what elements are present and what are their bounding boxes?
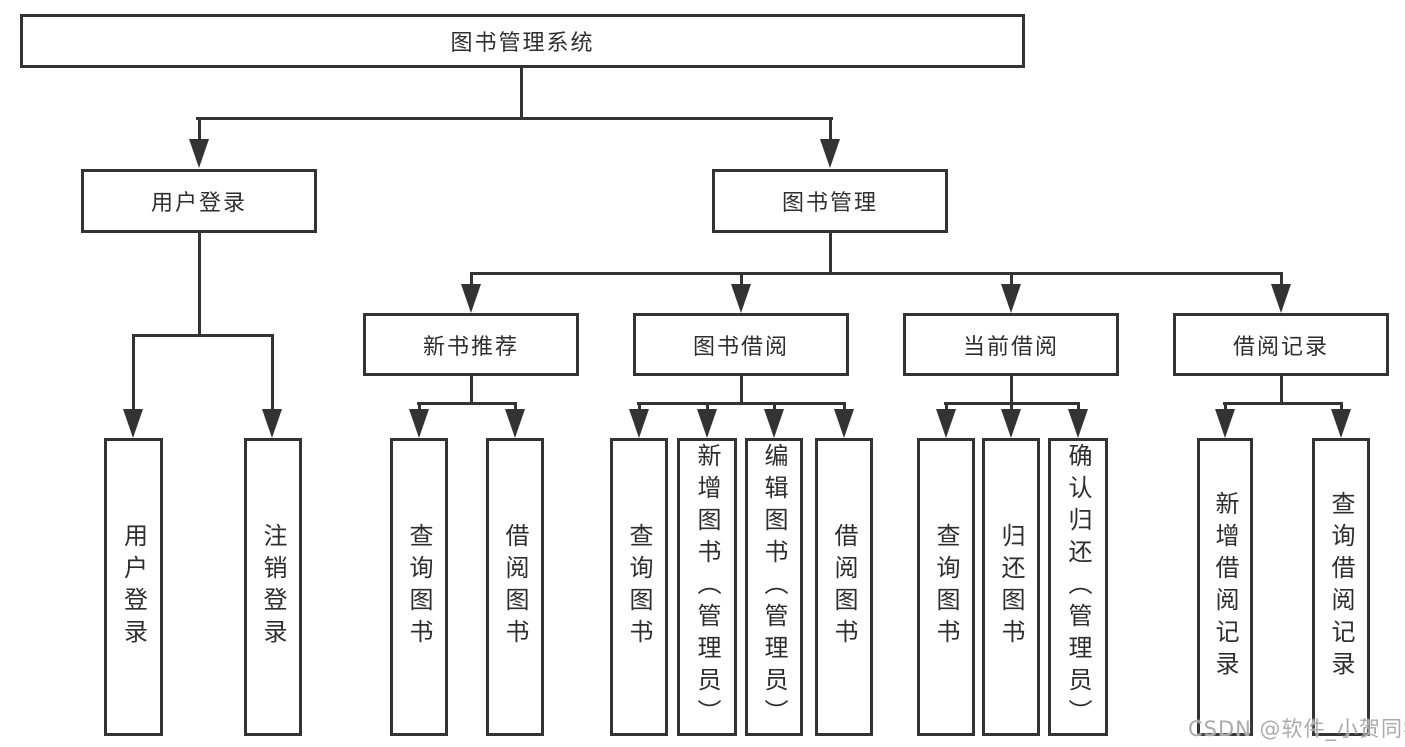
arrowhead-down (1271, 284, 1291, 313)
leaf-confirm-return-admin: 确认归还（管理员） (1048, 438, 1108, 736)
connector-line (1223, 402, 1343, 405)
connector-line (829, 117, 832, 140)
arrowhead-down (1331, 409, 1351, 438)
connector-line (1077, 402, 1080, 411)
node-new-book-recommend: 新书推荐 (363, 313, 579, 376)
connector-line (706, 402, 709, 411)
connector-line (198, 117, 201, 140)
leaf-query-books-current: 查询图书 (917, 438, 975, 736)
leaf-query-books-recommend: 查询图书 (390, 438, 448, 736)
arrowhead-down (697, 409, 717, 438)
connector-line (773, 402, 776, 411)
arrowhead-down (1068, 409, 1088, 438)
connector-line (829, 233, 832, 275)
connector-line (740, 376, 743, 404)
connector-line (945, 402, 948, 411)
connector-line (271, 334, 274, 409)
arrowhead-down (629, 409, 649, 438)
leaf-edit-books-admin: 编辑图书（管理员） (745, 438, 803, 736)
node-borrowing-records: 借阅记录 (1173, 313, 1389, 376)
connector-line (1010, 272, 1013, 286)
arrowhead-down (123, 409, 143, 438)
arrowhead-down (764, 409, 784, 438)
connector-line (132, 334, 135, 409)
connector-line (740, 272, 743, 286)
connector-line (418, 402, 421, 411)
watermark: CSDN @软件_小贺同学 (1188, 717, 1405, 741)
connector-line (1340, 402, 1343, 411)
connector-line (470, 272, 1283, 275)
connector-line (196, 117, 833, 120)
node-book-management: 图书管理 (712, 169, 948, 233)
leaf-borrow-books-borrowing: 借阅图书 (815, 438, 873, 736)
connector-line (1224, 402, 1227, 411)
connector-line (1280, 272, 1283, 286)
leaf-borrow-books-recommend: 借阅图书 (486, 438, 544, 736)
arrowhead-down (731, 284, 751, 313)
arrowhead-down (1215, 409, 1235, 438)
leaf-query-borrow-record: 查询借阅记录 (1312, 438, 1370, 736)
node-library-system: 图书管理系统 (20, 14, 1025, 68)
connector-line (1280, 376, 1283, 404)
arrowhead-down (409, 409, 429, 438)
leaf-query-books-borrowing: 查询图书 (610, 438, 668, 736)
connector-line (417, 402, 517, 405)
leaf-add-borrow-record: 新增借阅记录 (1197, 438, 1253, 736)
connector-line (1010, 402, 1013, 411)
arrowhead-down (189, 139, 209, 168)
connector-line (1010, 376, 1013, 404)
leaf-user-login: 用户登录 (104, 438, 163, 736)
node-book-borrowing: 图书借阅 (633, 313, 849, 376)
leaf-logout-login: 注销登录 (244, 438, 302, 736)
connector-line (198, 233, 201, 336)
arrowhead-down (1001, 284, 1021, 313)
connector-line (514, 402, 517, 411)
leaf-add-books-admin: 新增图书（管理员） (677, 438, 737, 736)
arrowhead-down (936, 409, 956, 438)
arrowhead-down (461, 284, 481, 313)
arrowhead-down (505, 409, 525, 438)
node-current-borrowing: 当前借阅 (903, 313, 1119, 376)
arrowhead-down (820, 139, 840, 168)
connector-line (638, 402, 641, 411)
connector-line (470, 272, 473, 286)
connector-line (470, 376, 473, 404)
connector-line (843, 402, 846, 411)
arrowhead-down (834, 409, 854, 438)
arrowhead-down (262, 409, 282, 438)
connector-line (520, 68, 523, 120)
connector-line (132, 334, 274, 337)
connector-line (637, 402, 846, 405)
node-user-login: 用户登录 (81, 169, 317, 233)
leaf-return-books: 归还图书 (982, 438, 1040, 736)
arrowhead-down (1001, 409, 1021, 438)
